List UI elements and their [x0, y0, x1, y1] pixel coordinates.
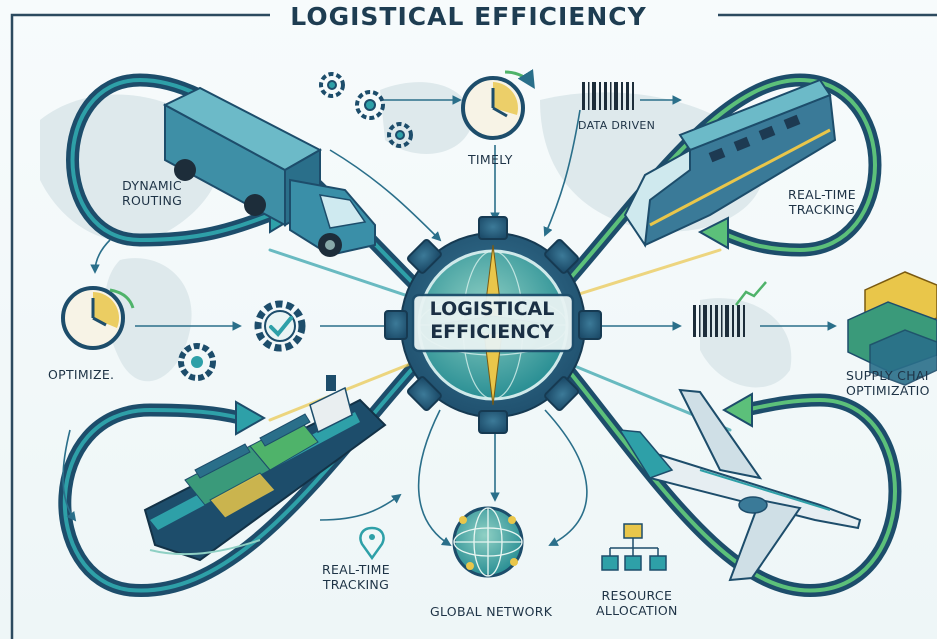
truck-icon: [162, 86, 376, 257]
globe-icon: [452, 506, 524, 578]
label-optimize: OPTIMIZE.: [48, 367, 115, 382]
label-realtime-tracking-top: REAL-TIME TRACKING: [788, 187, 856, 217]
label-realtime-tracking-bottom-line1: REAL-TIME: [322, 562, 390, 577]
center-label: LOGISTICAL EFFICIENCY: [408, 298, 576, 344]
train-icon: [623, 78, 837, 248]
label-resource-allocation: RESOURCE ALLOCATION: [596, 588, 678, 618]
label-resource-allocation-line2: ALLOCATION: [596, 603, 678, 618]
label-supply-chain-line1: SUPPLY CHAI: [846, 368, 929, 383]
label-supply-chain-line2: OPTIMIZATIO: [846, 383, 930, 398]
label-data-driven: DATA DRIVEN: [578, 119, 656, 132]
page-title: LOGISTICAL EFFICIENCY: [290, 2, 647, 31]
gears-icon: [319, 72, 413, 148]
airplane-icon: [618, 388, 862, 582]
ship-icon: [143, 375, 387, 562]
clock-icon: [461, 69, 535, 140]
barcode-icon: [582, 82, 634, 110]
hierarchy-icon: [601, 523, 667, 571]
location-pin-icon: [359, 526, 385, 561]
label-global-network: GLOBAL NETWORK: [430, 604, 553, 619]
center-label-line2: EFFICIENCY: [430, 321, 554, 343]
compass-gear-icon: [384, 216, 602, 434]
stopwatch-icon: [61, 286, 135, 350]
label-realtime-tracking-top-line1: REAL-TIME: [788, 187, 856, 202]
label-realtime-tracking-bottom: REAL-TIME TRACKING: [322, 562, 390, 592]
container-stack-icon: [847, 271, 937, 386]
label-resource-allocation-line1: RESOURCE: [601, 588, 673, 603]
label-dynamic-routing: DYNAMIC ROUTING: [122, 178, 182, 208]
label-dynamic-routing-line2: ROUTING: [122, 193, 183, 208]
center-label-line1: LOGISTICAL: [429, 298, 555, 320]
label-dynamic-routing-line1: DYNAMIC: [122, 178, 182, 193]
frame-border: [10, 13, 270, 639]
gear-icon: [178, 343, 216, 381]
label-realtime-tracking-top-line2: TRACKING: [788, 202, 856, 217]
label-supply-chain: SUPPLY CHAI OPTIMIZATIO: [846, 368, 930, 398]
label-timely: TIMELY: [468, 152, 513, 167]
label-realtime-tracking-bottom-line2: TRACKING: [322, 577, 390, 592]
gear-check-icon: [254, 300, 306, 352]
barcode-trend-icon: [693, 281, 767, 337]
